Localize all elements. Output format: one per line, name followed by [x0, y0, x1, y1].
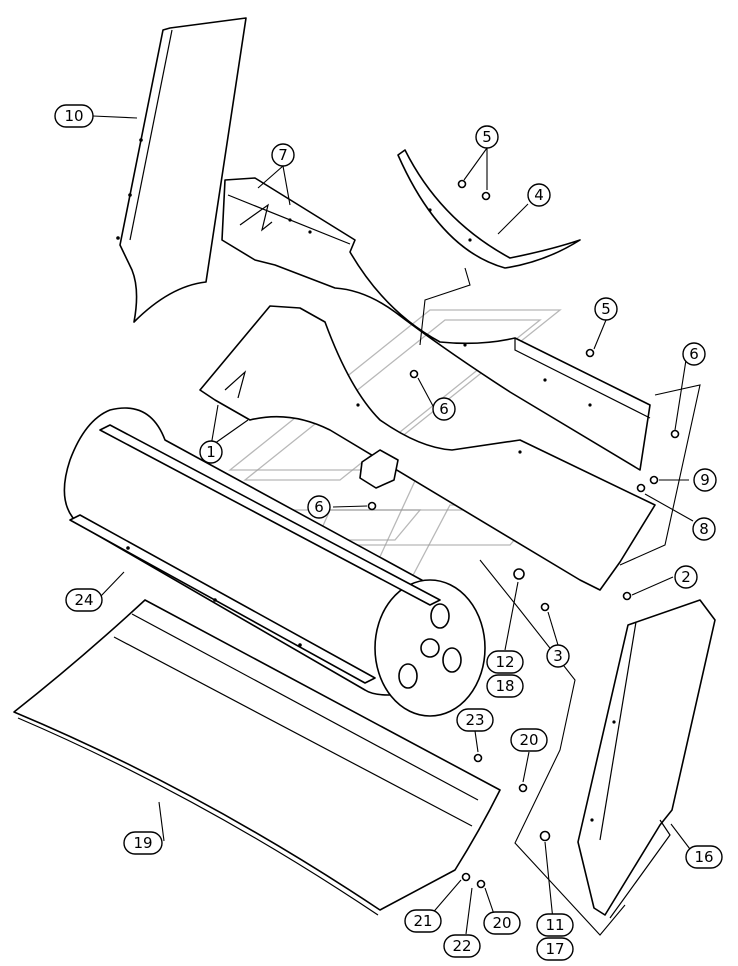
callout-18: 18 — [486, 674, 524, 698]
callout-16: 16 — [685, 845, 723, 869]
callout-6-right: 6 — [682, 342, 706, 366]
callout-1-label: 1 — [206, 443, 216, 461]
callout-3-label: 3 — [553, 647, 563, 665]
callout-19-label: 19 — [133, 834, 152, 852]
callout-5-top-label: 5 — [482, 128, 492, 146]
callout-22: 22 — [443, 934, 481, 958]
drum-roller — [63, 407, 486, 717]
callout-5-top: 5 — [475, 125, 499, 149]
bottom-pan — [13, 599, 501, 916]
callout-7: 7 — [271, 143, 295, 167]
leader-lines — [92, 115, 701, 936]
callout-22-label: 22 — [452, 937, 471, 955]
callout-18-label: 18 — [495, 677, 514, 695]
callout-24: 24 — [65, 588, 103, 612]
callout-6-lower: 6 — [307, 495, 331, 519]
callout-10: 10 — [54, 104, 94, 128]
curved-strap — [397, 149, 581, 269]
callout-20-top-label: 20 — [519, 731, 538, 749]
callout-1: 1 — [199, 440, 223, 464]
callout-4: 4 — [527, 183, 551, 207]
side-panel-left — [116, 17, 247, 323]
callout-8: 8 — [692, 517, 716, 541]
callout-6-center-label: 6 — [439, 400, 449, 418]
callout-5-right-label: 5 — [601, 300, 611, 318]
callout-21-label: 21 — [413, 912, 432, 930]
hardware — [367, 179, 680, 889]
callout-23: 23 — [456, 708, 494, 732]
callout-19: 19 — [123, 831, 163, 855]
side-panel-right — [577, 599, 716, 919]
callout-11-label: 11 — [545, 916, 564, 934]
callout-4-label: 4 — [534, 186, 544, 204]
callout-10-label: 10 — [64, 107, 83, 125]
callout-6-lower-label: 6 — [314, 498, 324, 516]
callout-9-label: 9 — [700, 471, 710, 489]
callout-24-label: 24 — [74, 591, 93, 609]
callout-20-bottom-label: 20 — [492, 914, 511, 932]
callout-20-top: 20 — [510, 728, 548, 752]
callout-11: 11 — [536, 913, 574, 937]
hex-plate — [359, 449, 399, 489]
callout-21: 21 — [404, 909, 442, 933]
callout-8-label: 8 — [699, 520, 709, 538]
callout-17-label: 17 — [545, 940, 564, 958]
callout-7-label: 7 — [278, 146, 288, 164]
callout-12-label: 12 — [495, 653, 514, 671]
callout-20-bottom: 20 — [483, 911, 521, 935]
callout-5-right: 5 — [594, 297, 618, 321]
lower-beam — [199, 305, 656, 591]
callout-2: 2 — [674, 565, 698, 589]
callout-16-label: 16 — [694, 848, 713, 866]
callout-17: 17 — [536, 937, 574, 961]
callout-23-label: 23 — [465, 711, 484, 729]
callout-9: 9 — [693, 468, 717, 492]
callout-3: 3 — [546, 644, 570, 668]
callout-6-right-label: 6 — [689, 345, 699, 363]
callout-12: 12 — [486, 650, 524, 674]
callout-6-center: 6 — [432, 397, 456, 421]
upper-beam — [221, 177, 651, 471]
callout-2-label: 2 — [681, 568, 691, 586]
